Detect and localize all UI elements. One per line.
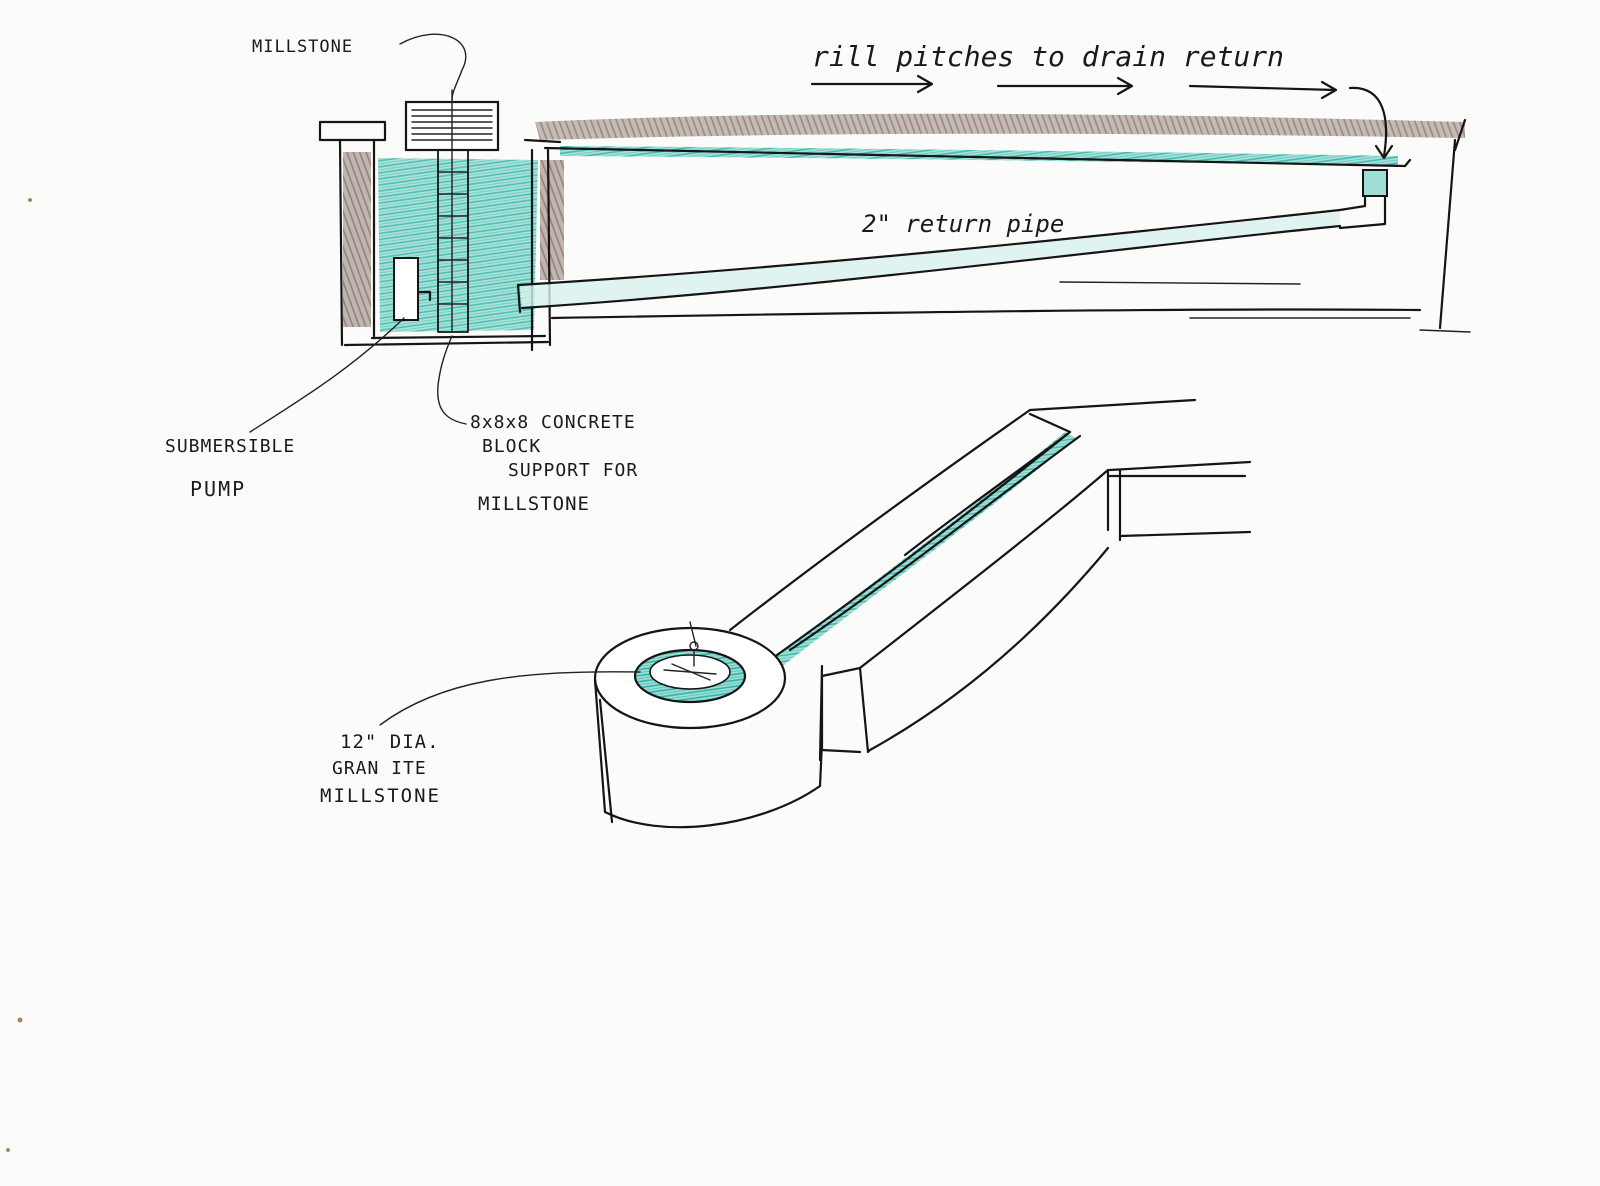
label-millstone: MILLSTONE (252, 37, 353, 57)
block-leader (437, 335, 467, 425)
label-granite-line3: MILLSTONE (320, 785, 441, 807)
label-block-line4: MILLSTONE (478, 493, 590, 515)
return-pipe (516, 169, 1388, 314)
label-pump-line2: PUMP (190, 477, 246, 501)
label-block-line1: 8x8x8 CONCRETE (470, 412, 636, 433)
millstone-leader (399, 33, 467, 101)
flow-arrows (810, 74, 1394, 160)
label-granite-line2: GRAN ITE (332, 758, 427, 779)
pump-leader (249, 317, 405, 433)
label-granite-line1: 12" DIA. (340, 731, 440, 753)
label-rill-note: rill pitches to drain return (812, 40, 1284, 73)
concrete-block-column (437, 89, 469, 333)
paper-specks (6, 198, 32, 1152)
annotations: MILLSTONE rill pitches to drain return 2… (165, 37, 1284, 807)
submersible-pump (393, 257, 432, 321)
grade-soil-band (535, 113, 1465, 140)
label-block-line3: SUPPORT FOR (508, 460, 638, 481)
label-pump-line1: SUBMERSIBLE (165, 436, 295, 457)
basin-soil-left (343, 152, 371, 327)
label-block-line2: BLOCK (482, 436, 541, 457)
granite-leader (379, 671, 641, 726)
label-return-pipe: 2" return pipe (862, 210, 1064, 238)
perspective-view (379, 398, 1252, 829)
section-view (249, 33, 1471, 433)
basin-soil-right (540, 160, 564, 280)
